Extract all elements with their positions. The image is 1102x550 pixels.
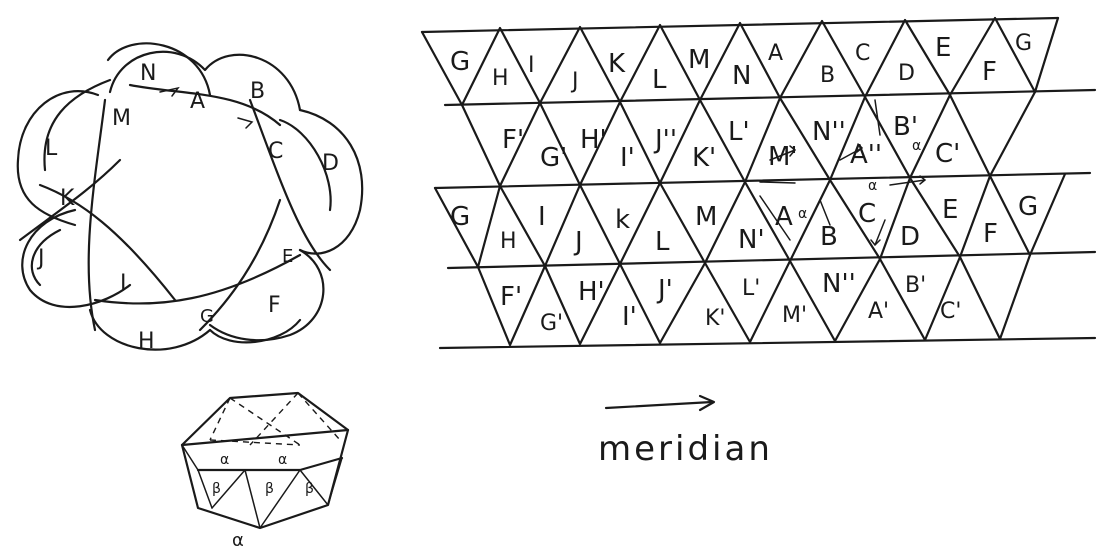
grid-label: G: [450, 202, 470, 232]
knot-label-i: I: [120, 271, 127, 296]
grid-label: F: [982, 57, 997, 87]
grid-label: G': [540, 143, 567, 173]
grid-label: A: [768, 41, 783, 66]
polyhedron-mark: β: [212, 481, 221, 497]
knot-label-e: E: [282, 246, 293, 267]
grid-label: J'': [653, 125, 677, 155]
grid-label: I': [620, 143, 635, 173]
polyhedron-mark: α: [278, 452, 287, 468]
grid-label: D: [900, 222, 920, 252]
grid-label: N': [738, 225, 765, 255]
grid-label: G: [450, 47, 470, 77]
grid-label: J: [570, 69, 579, 94]
grid-label: L': [742, 276, 760, 301]
grid-label: A: [775, 202, 793, 232]
grid-label: F': [502, 125, 524, 155]
grid-label: L': [728, 117, 750, 147]
grid-label: M: [695, 202, 717, 232]
grid-label: N'': [822, 269, 856, 299]
grid-label: k: [615, 205, 630, 235]
polyhedron-mark: α: [220, 452, 229, 468]
grid-label: K': [692, 143, 716, 173]
grid-label: H': [580, 125, 607, 155]
grid-label: L: [655, 227, 670, 257]
grid-label: D: [898, 61, 915, 86]
grid-label: H: [500, 229, 517, 254]
grid-label: I: [538, 202, 546, 232]
knot-label-m: M: [112, 106, 131, 131]
grid-label: M': [782, 303, 807, 328]
grid-label: F': [500, 282, 522, 312]
grid-label: H': [578, 277, 605, 307]
grid-label: J: [573, 227, 583, 257]
polyhedron-mark: β: [305, 481, 314, 497]
meridian-legend: meridian: [598, 396, 773, 469]
grid-label: J': [656, 275, 673, 305]
grid-label: G: [1015, 31, 1032, 56]
knot-label-h: H: [138, 329, 155, 354]
grid-label: E: [935, 33, 951, 63]
grid-label: A'': [850, 140, 882, 170]
knot-diagram: N A B M L C D K J E I G F H: [18, 43, 362, 354]
knot-label-k: K: [60, 186, 75, 211]
grid-label: L: [652, 65, 667, 95]
grid-label: B': [905, 273, 926, 298]
knot-label-f: F: [268, 293, 281, 318]
grid-label: F: [983, 219, 998, 249]
knot-label-c: C: [268, 139, 283, 164]
polyhedron-mark: β: [265, 481, 274, 497]
grid-label: G: [1018, 192, 1038, 222]
grid-label: G': [540, 311, 563, 336]
grid-label: C: [855, 41, 870, 66]
knot-label-b: B: [250, 79, 265, 104]
knot-label-j: J: [36, 246, 45, 271]
grid-label: N'': [812, 117, 846, 147]
grid-label: H: [492, 66, 509, 91]
triangle-grid: G H I J K L M N A B C D E F G F' G' H' I…: [422, 18, 1095, 348]
grid-label: B: [820, 222, 838, 252]
grid-label: B: [820, 63, 835, 88]
knot-label-n: N: [140, 61, 156, 86]
grid-label: E: [942, 195, 958, 225]
polyhedron-sketch: α α β β β α: [182, 393, 348, 550]
grid-label: C': [935, 139, 960, 169]
knot-label-g: G: [200, 306, 214, 327]
grid-label: I: [528, 53, 535, 78]
grid-label: M': [768, 142, 798, 172]
knot-label-d: D: [322, 151, 339, 176]
grid-label: N: [732, 61, 751, 91]
grid-mark: α: [798, 206, 807, 222]
grid-label: C: [858, 199, 876, 229]
polyhedron-mark: α: [232, 530, 244, 550]
grid-label: A': [868, 299, 889, 324]
grid-label: M: [688, 45, 710, 75]
grid-mark: α: [912, 138, 921, 154]
grid-label: C': [940, 299, 961, 324]
meridian-arrow: [606, 402, 712, 408]
grid-row-3: G H I J k L M N' A B C D E F G α α: [450, 178, 1038, 257]
meridian-caption: meridian: [598, 429, 773, 469]
grid-label: K': [705, 306, 725, 331]
knot-label-l: L: [45, 136, 58, 161]
grid-label: K: [608, 49, 626, 79]
grid-label: I': [622, 302, 637, 332]
grid-mark: α: [868, 178, 877, 194]
knot-label-a: A: [190, 89, 205, 114]
